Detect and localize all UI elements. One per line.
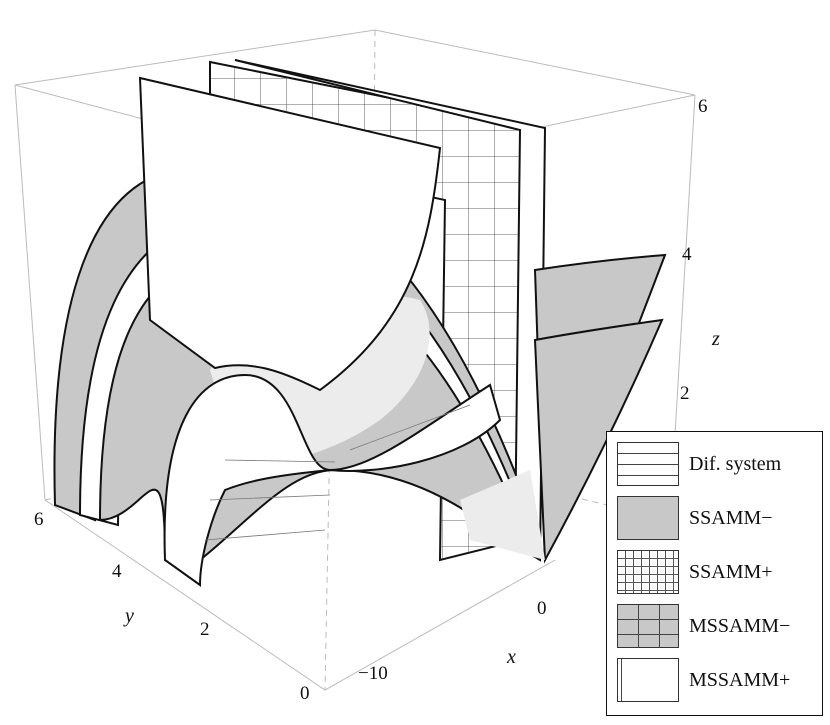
legend-label: MSSAMM+: [689, 669, 791, 691]
legend: Dif. system SSAMM− SSAMM+ MSSAMM− MSSAMM…: [606, 431, 823, 716]
z-tick-2: 2: [680, 383, 690, 404]
legend-item-ssamm-minus: SSAMM−: [617, 496, 817, 540]
x-axis: −10 0 x: [358, 598, 547, 684]
legend-item-mssamm-minus: MSSAMM−: [617, 604, 817, 648]
y-tick-4: 4: [112, 561, 122, 582]
legend-label: SSAMM−: [689, 507, 773, 529]
y-tick-6: 6: [34, 509, 44, 530]
surface-mssamm-plus-bowl: [163, 373, 502, 587]
ssamm-minus-swatch: [617, 496, 679, 540]
mssamm-plus-swatch: [617, 658, 679, 702]
dif-system-swatch: [617, 442, 679, 486]
y-tick-2: 2: [200, 619, 210, 640]
y-axis: 6 4 2 0 y: [34, 509, 310, 704]
surface-ssamm-minus-fins: [533, 253, 667, 564]
x-tick-minus10: −10: [358, 663, 388, 684]
legend-item-mssamm-plus: MSSAMM+: [617, 658, 817, 702]
mssamm-minus-swatch: [617, 604, 679, 648]
z-tick-6: 6: [698, 96, 708, 117]
z-tick-4: 4: [682, 244, 692, 265]
y-axis-label: y: [123, 605, 134, 627]
surface-ssamm-plus-front: [138, 76, 442, 392]
z-axis-label: z: [711, 328, 720, 350]
y-tick-0: 0: [300, 683, 310, 704]
legend-item-ssamm-plus: SSAMM+: [617, 550, 817, 594]
x-tick-0: 0: [537, 598, 547, 619]
legend-label: SSAMM+: [689, 561, 773, 583]
z-axis: 6 4 2 z: [680, 96, 720, 404]
legend-label: Dif. system: [689, 453, 782, 475]
legend-item-dif-system: Dif. system: [617, 442, 817, 486]
x-axis-label: x: [506, 646, 516, 668]
legend-label: MSSAMM−: [689, 615, 791, 637]
ssamm-plus-swatch: [617, 550, 679, 594]
